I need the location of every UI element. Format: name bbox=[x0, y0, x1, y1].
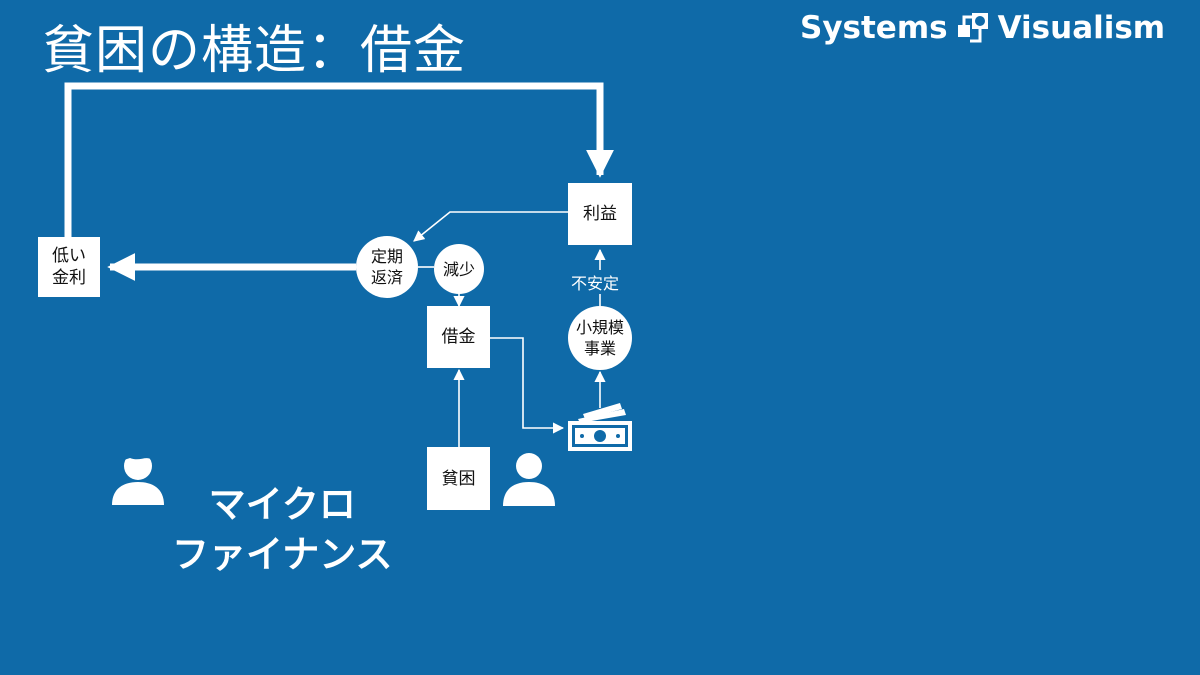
node-debt: 借金 bbox=[427, 306, 490, 368]
circle-repayment-line2: 返済 bbox=[370, 268, 403, 287]
brand-logo: Systems Visualism bbox=[800, 8, 1165, 48]
systems-visualism-logo-icon bbox=[957, 13, 988, 43]
circle-repayment-line1: 定期 bbox=[370, 247, 403, 266]
node-poverty: 貧困 bbox=[427, 447, 490, 510]
circle-repayment: 定期 返済 bbox=[356, 236, 418, 298]
microfinance-person-icon bbox=[112, 451, 164, 505]
microfinance-label: マイクロ ファイナンス bbox=[172, 480, 393, 580]
node-low-interest: 低い 金利 bbox=[38, 237, 100, 297]
brand-name-left: Systems bbox=[800, 10, 948, 46]
circle-decrease: 減少 bbox=[434, 244, 484, 294]
node-profit-label: 利益 bbox=[583, 204, 617, 224]
circle-small-business: 小規模 事業 bbox=[568, 306, 632, 370]
label-unstable: 不安定 bbox=[569, 270, 622, 294]
node-low-interest-line2: 金利 bbox=[52, 268, 86, 288]
circle-small-business-line2: 事業 bbox=[583, 339, 616, 358]
arrow-debt-to-money bbox=[490, 337, 565, 434]
brand-name-right: Visualism bbox=[997, 10, 1166, 46]
person-icon bbox=[503, 453, 555, 506]
arrow-profit-to-repayment bbox=[413, 211, 568, 242]
arrow-low-interest-to-profit bbox=[64, 82, 614, 237]
circle-small-business-line1: 小規模 bbox=[575, 318, 624, 337]
node-debt-label: 借金 bbox=[441, 327, 476, 347]
microfinance-line1: マイクロ bbox=[208, 483, 356, 526]
microfinance-line2: ファイナンス bbox=[172, 533, 393, 576]
node-profit: 利益 bbox=[568, 183, 632, 245]
node-low-interest-line1: 低い bbox=[52, 246, 86, 266]
page-title: 貧困の構造：借金 bbox=[42, 21, 467, 81]
circle-decrease-label: 減少 bbox=[442, 259, 475, 279]
money-icon bbox=[568, 403, 632, 451]
node-poverty-label: 貧困 bbox=[441, 468, 476, 489]
